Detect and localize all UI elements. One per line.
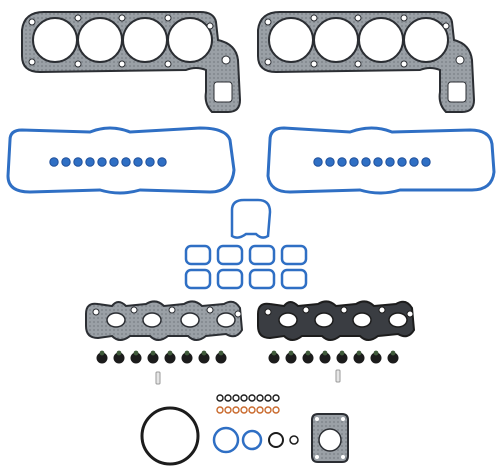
head-gasket-right — [257, 11, 476, 113]
intake-port-seal — [184, 268, 212, 290]
valve-stem-seal-cap — [356, 350, 362, 356]
intake-port-seals — [184, 244, 308, 290]
valve-cover-gasket-left — [6, 126, 236, 195]
large-o-ring — [140, 406, 200, 466]
valve-stem-seal-cap — [305, 350, 311, 356]
spark-plug-seal — [361, 157, 371, 167]
valve-stem-seal — [147, 352, 159, 364]
valve-stem-seal — [268, 352, 280, 364]
spark-plug-seal — [421, 157, 431, 167]
spark-plug-seal — [385, 157, 395, 167]
intake-port-seal — [248, 268, 276, 290]
valve-stem-seal-cap — [116, 350, 122, 356]
valve-stem-seal-cap — [99, 350, 105, 356]
valve-stem-seal — [370, 352, 382, 364]
valve-cover-gasket-right — [266, 126, 496, 195]
valve-stem-seal — [130, 352, 142, 364]
valve-stem-seal-cap — [133, 350, 139, 356]
valve-stem-seal — [353, 352, 365, 364]
valve-stem-seal — [96, 352, 108, 364]
valve-stem-seal — [215, 352, 227, 364]
intake-port-seal — [216, 268, 244, 290]
intake-port-seal — [280, 244, 308, 266]
intake-port-seal — [280, 268, 308, 290]
valve-stem-seal-cap — [150, 350, 156, 356]
cylinder-bores-right — [268, 17, 449, 63]
valve-stem-seal-cap — [218, 350, 224, 356]
spark-plug-seal — [61, 157, 71, 167]
spark-plug-seal — [73, 157, 83, 167]
spark-plug-seal — [49, 157, 59, 167]
valve-stem-seal — [113, 352, 125, 364]
spark-plug-seals-right — [313, 157, 431, 167]
valve-stem-seal-cap — [167, 350, 173, 356]
spark-plug-seal — [97, 157, 107, 167]
small-o-ring — [232, 406, 240, 414]
spark-plug-seal — [121, 157, 131, 167]
small-o-ring — [264, 406, 272, 414]
valve-stem-seal-cap — [373, 350, 379, 356]
small-o-ring — [232, 394, 240, 402]
small-o-ring — [272, 406, 280, 414]
small-o-ring — [240, 394, 248, 402]
small-o-ring — [216, 406, 224, 414]
small-dowels — [155, 369, 341, 385]
small-o-ring — [224, 394, 232, 402]
small-o-rings — [216, 394, 280, 414]
small-o-ring — [264, 394, 272, 402]
valve-stem-seal-cap — [390, 350, 396, 356]
spark-plug-seal — [409, 157, 419, 167]
thermostat-seal — [230, 198, 272, 239]
cylinder-bores-left — [32, 17, 213, 63]
intake-port-seal — [184, 244, 212, 266]
valve-stem-seal-cap — [322, 350, 328, 356]
spark-plug-seal — [397, 157, 407, 167]
valve-stem-seal-cap — [201, 350, 207, 356]
small-o-ring — [224, 406, 232, 414]
valve-stem-seal — [164, 352, 176, 364]
small-o-ring — [272, 394, 280, 402]
valve-stem-seals — [96, 350, 399, 364]
exhaust-manifold-gasket-left — [85, 300, 244, 341]
small-o-ring — [256, 406, 264, 414]
small-o-ring — [248, 406, 256, 414]
small-o-ring — [216, 394, 224, 402]
valve-stem-seal — [387, 352, 399, 364]
spark-plug-seal — [325, 157, 335, 167]
head-gasket-left — [21, 11, 242, 113]
intake-port-seal — [248, 244, 276, 266]
valve-stem-seal-cap — [339, 350, 345, 356]
spark-plug-seal — [109, 157, 119, 167]
misc-o-rings — [212, 426, 299, 454]
spark-plug-seal — [133, 157, 143, 167]
valve-stem-seal — [285, 352, 297, 364]
spark-plug-seals-left — [49, 157, 167, 167]
throttle-body-gasket — [311, 413, 349, 463]
exhaust-manifold-gasket-right — [257, 300, 416, 341]
valve-stem-seal — [302, 352, 314, 364]
spark-plug-seal — [373, 157, 383, 167]
small-o-ring — [240, 406, 248, 414]
spark-plug-seal — [85, 157, 95, 167]
valve-stem-seal-cap — [271, 350, 277, 356]
valve-stem-seal — [319, 352, 331, 364]
spark-plug-seal — [145, 157, 155, 167]
spark-plug-seal — [157, 157, 167, 167]
spark-plug-seal — [337, 157, 347, 167]
small-o-ring — [248, 394, 256, 402]
spark-plug-seal — [313, 157, 323, 167]
spark-plug-seal — [349, 157, 359, 167]
valve-stem-seal-cap — [184, 350, 190, 356]
valve-stem-seal — [198, 352, 210, 364]
small-o-ring — [256, 394, 264, 402]
intake-port-seal — [216, 244, 244, 266]
valve-stem-seal-cap — [288, 350, 294, 356]
valve-stem-seal — [336, 352, 348, 364]
valve-stem-seal — [181, 352, 193, 364]
